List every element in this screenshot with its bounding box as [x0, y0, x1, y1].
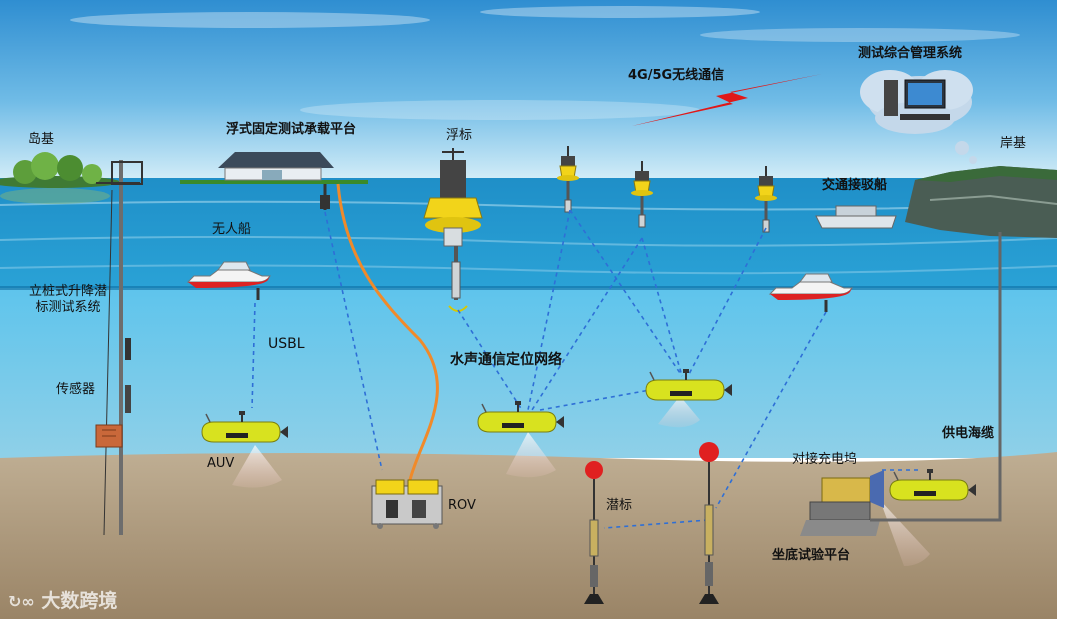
label-ferry: 交通接驳船: [822, 178, 887, 194]
rov-vehicle: [372, 480, 442, 529]
scene-artwork: [0, 0, 1057, 619]
watermark-logo: ↻∞ 大数跨境: [8, 586, 117, 613]
label-management-system: 测试综合管理系统: [858, 46, 962, 62]
label-auv: AUV: [207, 456, 234, 472]
watermark-text: 大数跨境: [41, 590, 117, 612]
label-wireless: 4G/5G无线通信: [628, 68, 724, 84]
label-docking-station: 对接充电坞: [792, 452, 857, 468]
label-seabed-platform: 坐底试验平台: [772, 548, 850, 564]
label-usbl: USBL: [268, 336, 305, 353]
label-buoy: 浮标: [446, 128, 472, 144]
label-island-base: 岛基: [28, 132, 54, 148]
label-pile-lift-system: 立桩式升降潜标测试系统: [26, 284, 110, 315]
label-shore-base: 岸基: [1000, 136, 1026, 152]
label-acoustic-network: 水声通信定位网络: [450, 352, 562, 369]
label-rov: ROV: [448, 498, 476, 514]
label-subsurface-buoy: 潜标: [606, 498, 632, 514]
ocean-test-system-diagram: 岛基 浮式固定测试承载平台 浮标 4G/5G无线通信 测试综合管理系统 岸基 交…: [0, 0, 1057, 619]
label-sensor: 传感器: [56, 382, 95, 398]
label-unmanned-boat: 无人船: [212, 222, 251, 238]
label-power-cable: 供电海缆: [942, 426, 994, 442]
watermark-icon: ↻∞: [8, 592, 35, 611]
label-floating-platform: 浮式固定测试承载平台: [226, 122, 356, 138]
